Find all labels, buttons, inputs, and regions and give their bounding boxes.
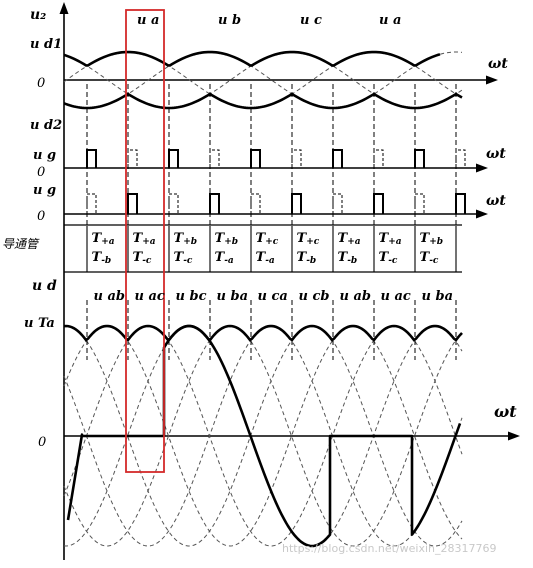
thyristor-upper-0: T+a — [91, 231, 115, 247]
label-zero-3: 0 — [37, 209, 46, 224]
axes-group — [59, 2, 520, 560]
highlight-box — [125, 9, 165, 473]
phase-label-1: u a — [137, 13, 160, 28]
label-ud2: u d2 — [30, 118, 63, 133]
label-zero-2: 0 — [37, 165, 46, 180]
line-voltage-dashed-5 — [63, 325, 463, 547]
line-voltage-dashed-3 — [63, 325, 463, 547]
axis-ug2-arrow — [476, 209, 488, 219]
ud2-envelope-curve — [63, 92, 463, 110]
label-wt-4: ωt — [494, 402, 517, 421]
label-uTa: u Ta — [24, 316, 55, 331]
label-u2: u₂ — [30, 7, 47, 23]
thyristor-upper-4: T+c — [255, 231, 279, 247]
gate-pulses — [86, 149, 466, 214]
phase-label-4: u a — [379, 13, 402, 28]
label-zero-4: 0 — [38, 435, 47, 450]
ug1-pulse-1 — [127, 149, 138, 168]
ug2-pulse-1 — [127, 193, 138, 214]
label-ud1: u d1 — [30, 37, 63, 52]
ug2-pulse-7 — [373, 193, 384, 214]
ud1-envelope-curve — [63, 50, 441, 67]
thyristor-lower-8: T-c — [419, 250, 439, 266]
ug1-pulse-6 — [332, 149, 343, 168]
thyristor-lower-6: T-b — [337, 250, 358, 266]
phase-label-2: u b — [218, 13, 242, 28]
ug1-pulse-4 — [250, 149, 261, 168]
ug1-pulse-3 — [209, 149, 220, 168]
line-voltage-label-8: u ba — [421, 289, 454, 304]
ug2-pulse-2 — [168, 193, 179, 214]
ug2-pulse-5 — [291, 193, 302, 214]
label-wt-1: ωt — [488, 56, 508, 72]
label-ud: u d — [32, 278, 57, 294]
line-voltage-label-7: u ac — [380, 289, 411, 304]
thyristor-upper-1: T+a — [132, 231, 156, 247]
ug1-pulse-9 — [455, 149, 466, 168]
ug1-pulse-5 — [291, 149, 302, 168]
phase-label-3: u c — [300, 13, 322, 28]
thyristor-lower-4: T-a — [255, 250, 275, 266]
line-voltage-label-2: u bc — [175, 289, 207, 304]
label-wt-3: ωt — [486, 193, 506, 209]
thyristor-upper-6: T+a — [337, 231, 361, 247]
uTa-thyristor-voltage-curve — [66, 324, 462, 548]
thyristor-lower-3: T-a — [214, 250, 234, 266]
thyristor-lower-1: T-c — [132, 250, 152, 266]
line-voltage-dashed-4 — [63, 325, 463, 547]
label-zero-1: 0 — [37, 76, 46, 91]
thyristor-lower-0: T-b — [91, 250, 112, 266]
ug1-pulse-7 — [373, 149, 384, 168]
ug2-pulse-9 — [455, 193, 466, 214]
ug1-pulse-8 — [414, 149, 425, 168]
thyristor-lower-7: T-c — [378, 250, 398, 266]
main-y-axis-arrow — [59, 2, 69, 14]
axis-ug1-arrow — [476, 163, 488, 173]
label-conducting-thyristors: 导通管 — [2, 237, 39, 251]
ug2-pulse-8 — [414, 193, 425, 214]
ud-envelope-curve — [63, 324, 463, 342]
highlight-box-group — [125, 9, 165, 473]
axis-ud-arrow — [508, 431, 520, 441]
phase-dashed-curve-1 — [63, 51, 463, 109]
line-voltage-label-0: u ab — [93, 289, 126, 304]
line-voltage-label-4: u ca — [257, 289, 288, 304]
line-voltage-dashed-0 — [63, 325, 463, 547]
thyristor-upper-3: T+b — [214, 231, 239, 247]
ug2-pulse-6 — [332, 193, 343, 214]
axis-top-arrow — [486, 75, 498, 85]
ug2-pulse-3 — [209, 193, 220, 214]
label-ug-1: u g — [33, 148, 57, 163]
ug2-pulse-0 — [86, 193, 97, 214]
line-voltage-label-6: u ab — [339, 289, 372, 304]
ug1-pulse-2 — [168, 149, 179, 168]
thyristor-upper-7: T+a — [378, 231, 402, 247]
thyristor-upper-5: T+c — [296, 231, 320, 247]
line-voltage-label-5: u cb — [298, 289, 330, 304]
ug1-pulse-0 — [86, 149, 97, 168]
label-ug-2: u g — [33, 183, 57, 198]
thyristor-lower-2: T-c — [173, 250, 193, 266]
ug2-pulse-4 — [250, 193, 261, 214]
label-wt-2: ωt — [486, 146, 506, 162]
thyristor-lower-5: T-b — [296, 250, 317, 266]
watermark: https://blog.csdn.net/weixin_28317769 — [282, 542, 497, 555]
vertical-dashed-guides — [86, 84, 457, 360]
line-voltage-label-1: u ac — [134, 289, 165, 304]
line-voltage-label-3: u ba — [216, 289, 249, 304]
thyristor-upper-8: T+b — [419, 231, 444, 247]
thyristor-upper-2: T+b — [173, 231, 198, 247]
